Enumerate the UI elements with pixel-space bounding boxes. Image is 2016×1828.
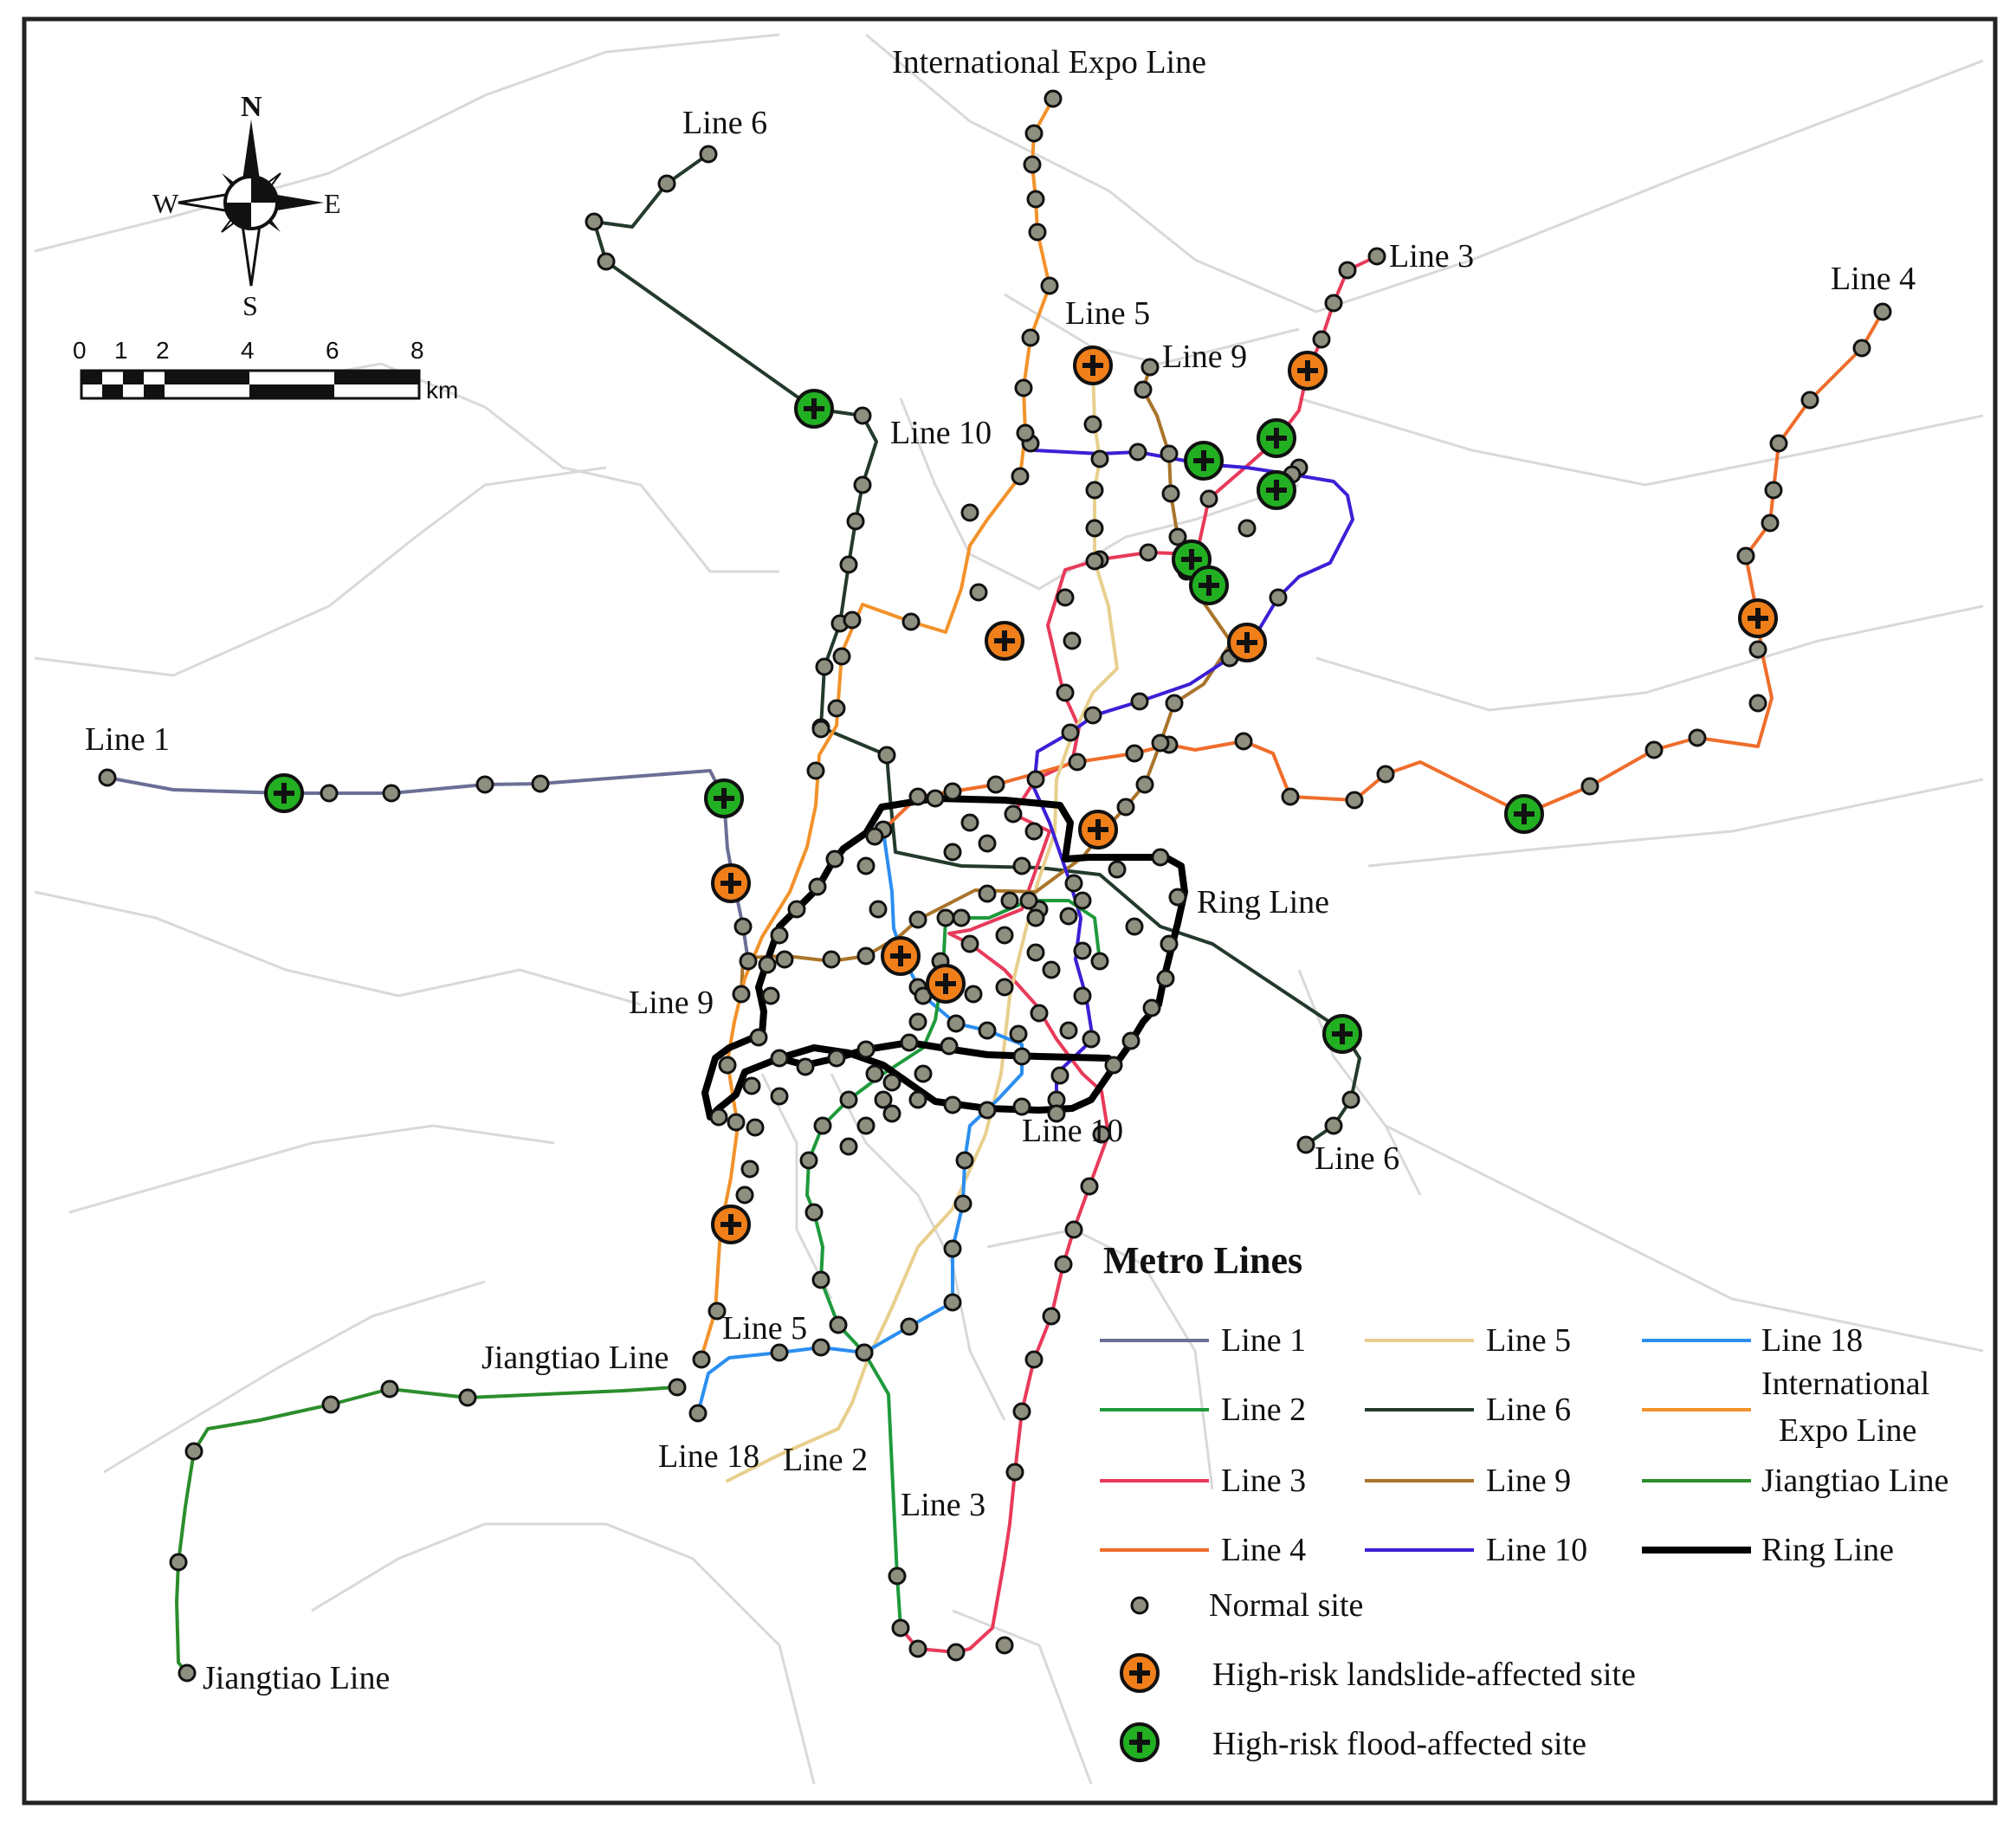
district-boundaries <box>34 33 1984 1785</box>
legend-label-line18: Line 18 <box>1761 1322 1863 1359</box>
compass-n-label: N <box>241 91 262 123</box>
route-line-6-north <box>592 152 892 800</box>
legend-site-landslide-label: High-risk landslide-affected site <box>1212 1657 1636 1693</box>
label-line-9-north: Line 9 <box>1162 339 1247 375</box>
label-line-5-south: Line 5 <box>722 1310 807 1347</box>
label-ring-line: Ring Line <box>1197 884 1329 920</box>
legend-site-normal-label: Normal site <box>1209 1587 1363 1624</box>
route-line-3 <box>899 255 1379 1654</box>
label-jiangtiao-line-mid: Jiangtiao Line <box>481 1340 669 1376</box>
legend-label-line3: Line 3 <box>1221 1463 1306 1499</box>
legend-label-line9: Line 9 <box>1486 1463 1571 1499</box>
label-line-6-east: Line 6 <box>1315 1140 1399 1177</box>
legend-label-line4: Line 4 <box>1221 1532 1306 1568</box>
label-line-1: Line 1 <box>85 721 170 758</box>
scale-tick-2: 2 <box>156 337 170 364</box>
legend-label-line10: Line 10 <box>1486 1532 1587 1568</box>
label-line-2: Line 2 <box>783 1442 868 1478</box>
scale-tick-6: 6 <box>326 337 339 364</box>
label-line-5-north: Line 5 <box>1065 295 1150 332</box>
legend-site-flood-label: High-risk flood-affected site <box>1212 1726 1586 1762</box>
compass-w-label: W <box>152 188 179 219</box>
label-international-expo-line: International Expo Line <box>892 44 1206 81</box>
legend-site-entries: Normal site High-risk landslide-affected… <box>1120 1587 1636 1762</box>
label-line-6-north: Line 6 <box>682 105 767 141</box>
scale-unit: km <box>426 377 458 404</box>
compass-rose: N S W E <box>152 91 341 321</box>
label-line-10-north: Line 10 <box>890 415 992 451</box>
compass-e-label: E <box>324 188 341 219</box>
scale-tick-8: 8 <box>410 337 424 364</box>
legend-line-entries: Line 1 Line 2 Line 3 Line 4 Line 5 Line 6 Line… <box>1100 1322 1948 1568</box>
legend-label-line6: Line 6 <box>1486 1392 1571 1428</box>
map-frame <box>22 16 1998 1805</box>
scale-tick-1: 1 <box>114 337 128 364</box>
label-line-4: Line 4 <box>1831 261 1916 297</box>
scale-bar: 0 1 2 4 6 8 km <box>73 337 458 404</box>
legend-label-jiangtiao: Jiangtiao Line <box>1761 1463 1948 1499</box>
legend-label-line1: Line 1 <box>1221 1322 1306 1359</box>
legend-label-line5: Line 5 <box>1486 1322 1571 1359</box>
label-line-9-west: Line 9 <box>629 985 714 1021</box>
scale-tick-4: 4 <box>241 337 255 364</box>
label-line-3-south: Line 3 <box>901 1487 985 1523</box>
label-jiangtiao-line-south: Jiangtiao Line <box>203 1660 390 1696</box>
legend-title: Metro Lines <box>1103 1239 1302 1282</box>
scale-tick-0: 0 <box>73 337 87 364</box>
label-line-10-south: Line 10 <box>1022 1113 1123 1149</box>
route-labels: International Expo Line Line 6 Line 3 Li… <box>85 44 1916 1696</box>
label-line-18: Line 18 <box>658 1438 759 1475</box>
route-line-18 <box>696 830 1024 1415</box>
label-line-3: Line 3 <box>1389 238 1474 275</box>
legend-label-line2: Line 2 <box>1221 1392 1306 1428</box>
compass-s-label: S <box>242 290 258 321</box>
legend-label-ring: Ring Line <box>1761 1532 1894 1568</box>
